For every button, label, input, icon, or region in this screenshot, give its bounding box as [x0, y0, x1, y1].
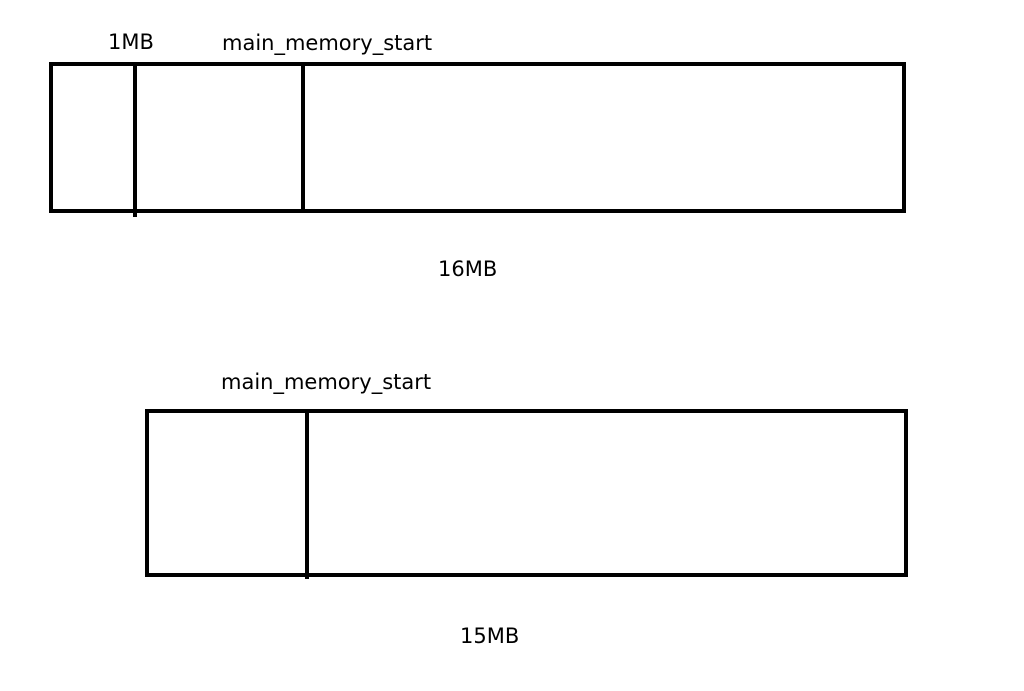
boundary-label-main-memory-start: main_memory_start	[221, 370, 432, 394]
memory-block-outline	[49, 62, 906, 213]
total-size-label: 15MB	[460, 624, 520, 648]
boundary-label-main-memory-start: main_memory_start	[222, 31, 433, 55]
memory-block-outline	[145, 409, 908, 577]
divider-main-memory-start	[305, 409, 309, 579]
total-size-label: 16MB	[438, 257, 498, 281]
boundary-label-1mb: 1MB	[108, 30, 154, 54]
divider-1mb	[133, 62, 137, 217]
divider-main-memory-start	[301, 62, 305, 213]
